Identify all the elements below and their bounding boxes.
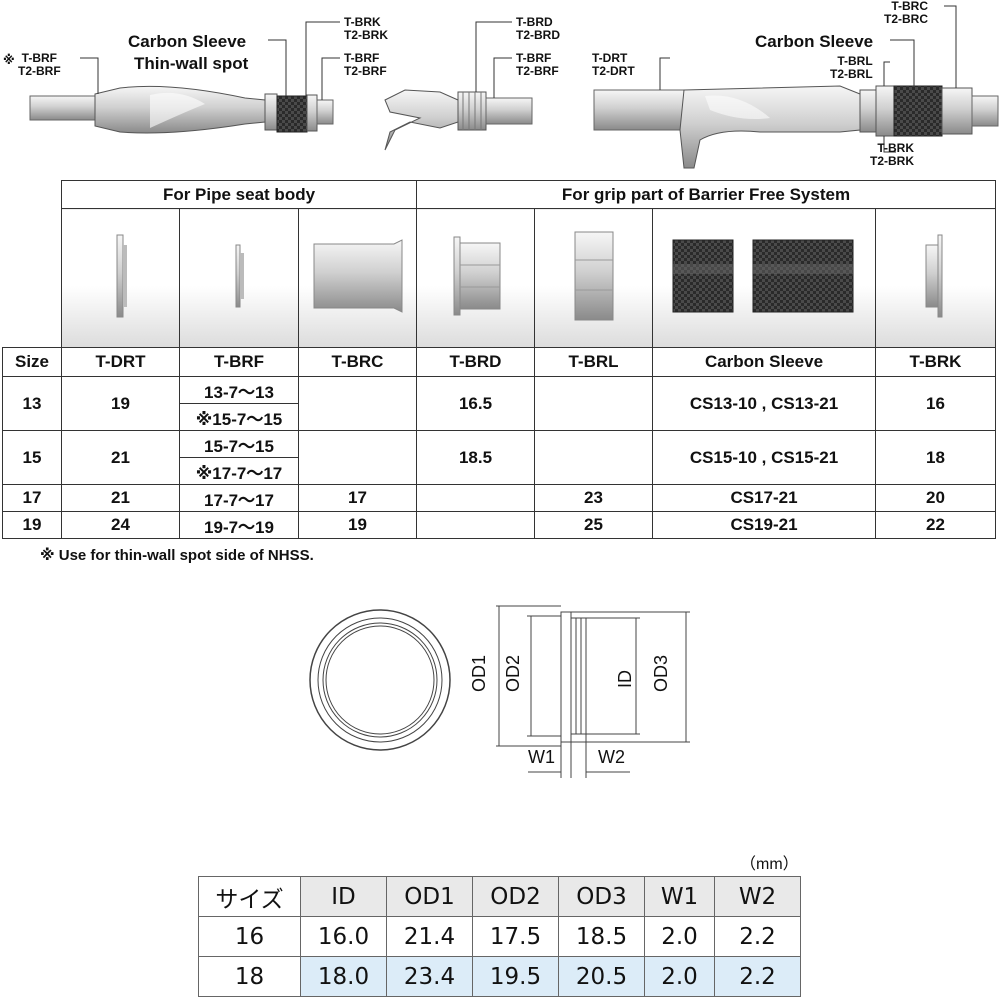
cs-cell: CS19-21 (652, 511, 876, 539)
unit-label: （mm） (740, 856, 799, 873)
drt-cell: 21 (61, 430, 180, 485)
callout-mark: ※ (3, 53, 15, 67)
brl-cell (534, 376, 653, 431)
brc-cell: 17 (298, 484, 417, 512)
brf-cell: 13-7～13 (179, 376, 299, 404)
dim-cell: 2.2 (714, 916, 801, 957)
ring-technical-drawing (309, 605, 690, 778)
label-od2: OD2 (503, 654, 523, 692)
compatibility-table: For Pipe seat body For grip part of Barr… (2, 180, 996, 539)
group-grip-part: For grip part of Barrier Free System (416, 180, 996, 209)
left-seat-illustration (29, 85, 334, 134)
middle-seat-illustration (384, 89, 533, 151)
callout-carbon-sleeve-left: Carbon Sleeve (128, 32, 247, 51)
brf-cell: ※17-7～17 (179, 457, 299, 485)
col-t-brc: T-BRC (298, 347, 417, 377)
dim-cell: 16 (198, 916, 301, 957)
col-t-brl: T-BRL (534, 347, 653, 377)
label-w1: W1 (528, 747, 555, 767)
photo-t-drt (61, 208, 180, 348)
brf-cell: ※15-7～15 (179, 403, 299, 431)
dim-cell: 2.0 (644, 956, 715, 997)
label-od3: OD3 (651, 654, 671, 692)
cs-cell: CS15-10 , CS15-21 (652, 430, 876, 485)
dim-cell: 19.5 (472, 956, 559, 997)
brd-cell: 16.5 (416, 376, 535, 431)
dim-cell: 16.0 (300, 916, 387, 957)
brf-cell: 17-7～17 (179, 484, 299, 512)
photo-t-brd (416, 208, 535, 348)
col-t-drt: T-DRT (61, 347, 180, 377)
drt-cell: 19 (61, 376, 180, 431)
size-cell: 13 (2, 376, 62, 431)
callout-brc: T-BRC T2-BRC (884, 0, 928, 26)
callout-brf-mid: T-BRF T2-BRF (344, 51, 387, 78)
photo-carbon-sleeves (652, 208, 876, 348)
dim-cell: 17.5 (472, 916, 559, 957)
callout-brd: T-BRD T2-BRD (516, 15, 560, 42)
brk-cell: 22 (875, 511, 996, 539)
dim-header-od3: OD3 (558, 876, 645, 917)
size-cell: 19 (2, 511, 62, 539)
group-pipe-seat: For Pipe seat body (61, 180, 417, 209)
dimension-table: サイズ ID OD1 OD2 OD3 W1 W2 16 16.0 21.4 17… (198, 876, 801, 997)
drt-cell: 21 (61, 484, 180, 512)
dim-header-w1: W1 (644, 876, 715, 917)
dim-header-od1: OD1 (386, 876, 473, 917)
callout-drt: T-DRT T2-DRT (592, 51, 635, 78)
dim-cell: 23.4 (386, 956, 473, 997)
photo-t-brk (875, 208, 996, 348)
dim-header-od2: OD2 (472, 876, 559, 917)
photo-t-brc (298, 208, 417, 348)
dim-header-id: ID (300, 876, 387, 917)
dim-cell: 20.5 (558, 956, 645, 997)
dim-cell: 2.0 (644, 916, 715, 957)
label-w2: W2 (598, 747, 625, 767)
brf-cell: 15-7～15 (179, 430, 299, 458)
right-seat-illustration (593, 85, 999, 169)
dim-cell: 2.2 (714, 956, 801, 997)
callout-brk-left: T-BRK T2-BRK (344, 15, 388, 42)
thin-wall-note: ※ Use for thin-wall spot side of NHSS. (40, 547, 314, 564)
callout-carbon-sleeve-right: Carbon Sleeve (755, 32, 874, 51)
brc-cell: 19 (298, 511, 417, 539)
dim-cell: 18.0 (300, 956, 387, 997)
callout-brl: T-BRL T2-BRL (830, 54, 873, 81)
ring-front-view (309, 609, 451, 751)
brl-cell (534, 430, 653, 485)
callout-lines (80, 5, 957, 153)
brd-cell (416, 484, 535, 512)
dim-cell: 18.5 (558, 916, 645, 957)
label-id: ID (615, 670, 635, 688)
dim-cell: 21.4 (386, 916, 473, 957)
callout-thin-wall: Thin-wall spot (134, 54, 249, 73)
dim-header-size: サイズ (198, 876, 301, 917)
dim-header-w2: W2 (714, 876, 801, 917)
callout-brf-left: T-BRF T2-BRF (18, 51, 61, 78)
reel-seat-illustrations (29, 5, 999, 169)
brd-cell (416, 511, 535, 539)
callout-brf-right: T-BRF T2-BRF (516, 51, 559, 78)
label-od1: OD1 (469, 654, 489, 692)
ring-side-view (496, 605, 690, 778)
drt-cell: 24 (61, 511, 180, 539)
dim-cell: 18 (198, 956, 301, 997)
brl-cell: 25 (534, 511, 653, 539)
cs-cell: CS13-10 , CS13-21 (652, 376, 876, 431)
callout-brk-right: T-BRK T2-BRK (870, 141, 914, 168)
photo-t-brl (534, 208, 653, 348)
size-cell: 17 (2, 484, 62, 512)
